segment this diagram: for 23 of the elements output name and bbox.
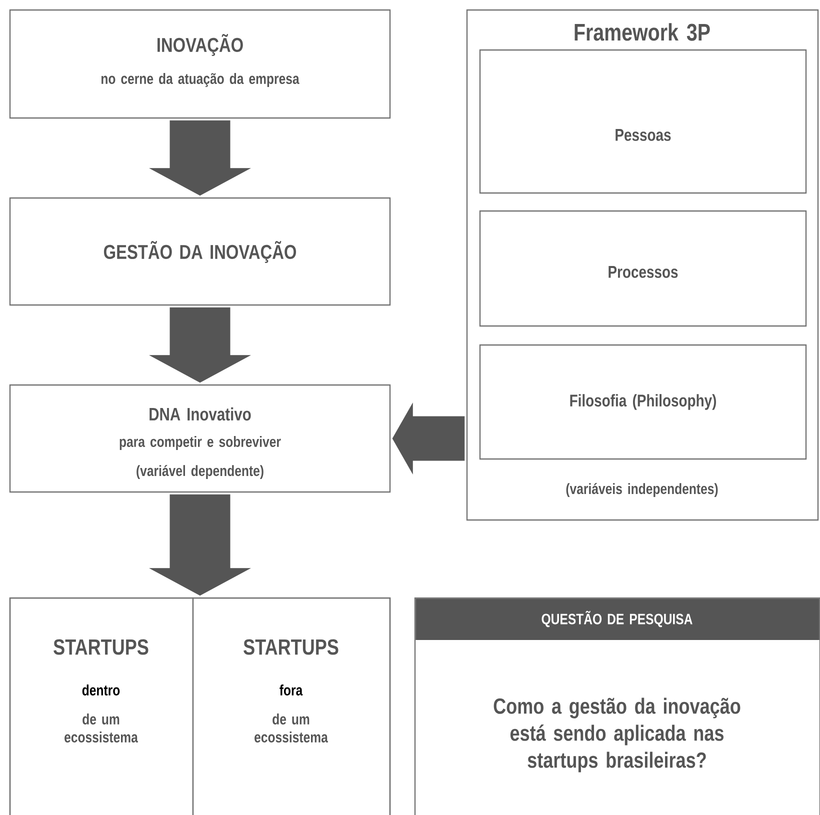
heading: Filosofia (Philosophy) [570,394,716,410]
block-arrow [150,494,250,596]
heading: Pessoas [616,129,671,141]
note: (variáveis independentes) [566,482,718,498]
block-arrow [150,307,250,383]
heading: GESTÃO DA INOVAÇÃO [104,241,296,263]
heading: STARTUPS [244,639,338,655]
heading: INOVAÇÃO [158,34,243,56]
block-arrow [392,403,465,474]
text: (variável dependente) [136,464,264,480]
heading: STARTUPS [54,639,148,655]
heading: Processos [608,266,678,278]
text: de um ecossistema [254,714,328,742]
text: de um ecossistema [64,714,138,742]
heading: QUESTÃO DE PESQUISA [542,610,692,628]
text: no cerne da atuação da empresa [102,73,300,87]
heading: Framework 3P [574,23,710,41]
heading: DNA Inovativo [150,407,251,421]
text: Como a gestão da inovação está sendo aplicada nas startups brasileiras? [494,698,740,772]
text: para competir e sobreviver [120,436,281,450]
block-arrow [150,120,250,196]
highlight-word: dentro [82,684,120,696]
highlight-word: fora [280,684,303,696]
